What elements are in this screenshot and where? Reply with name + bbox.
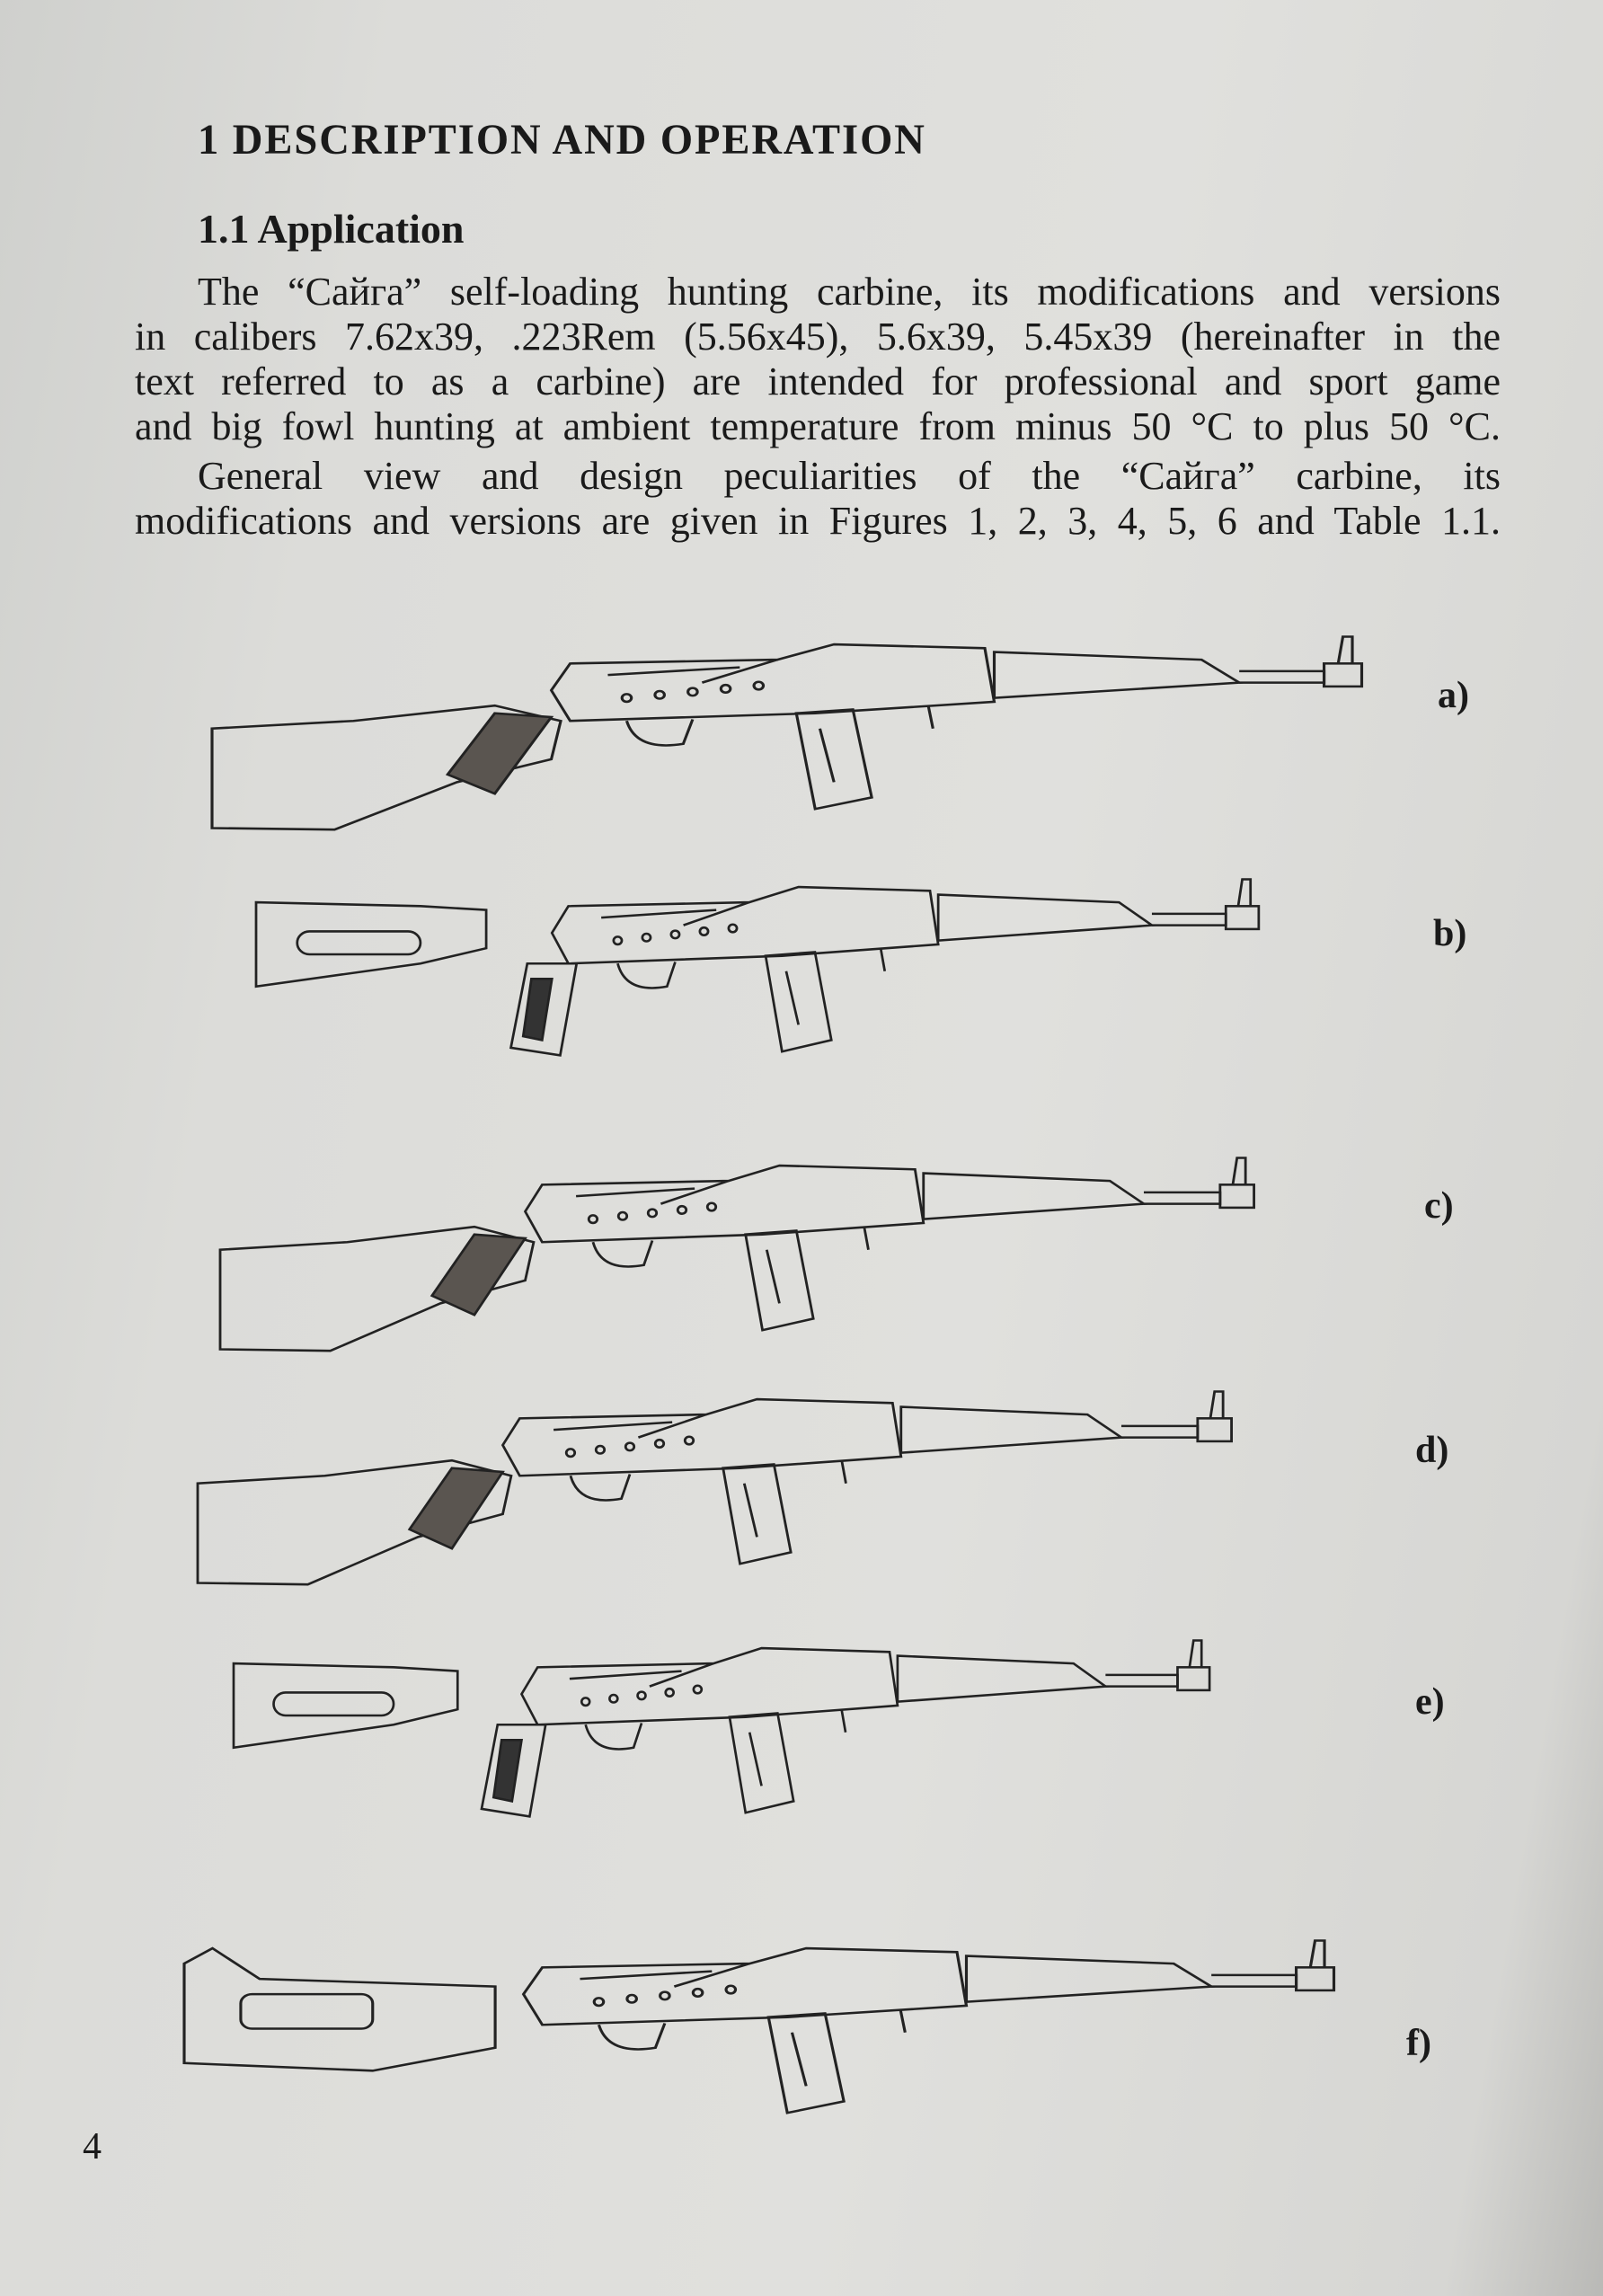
figure-label: d)	[1415, 1430, 1449, 1471]
page-number: 4	[83, 2126, 102, 2167]
figure-label: e)	[1415, 1681, 1445, 1723]
section-heading: 1 DESCRIPTION AND OPERATION	[198, 116, 926, 164]
text-line: The “Сайга” self-loading hunting carbine…	[198, 270, 1501, 314]
text-line: and big fowl hunting at ambient temperat…	[135, 404, 1501, 448]
subsection-heading: 1.1 Application	[198, 206, 465, 252]
carbine-illustration	[254, 878, 1261, 1057]
figure-label: f)	[1406, 2023, 1431, 2064]
carbine-illustration	[232, 1639, 1211, 1818]
paragraph-figures: General view and design peculiarities of…	[135, 454, 1501, 544]
text-line: modifications and versions are given in …	[135, 499, 1501, 543]
carbine-illustration	[210, 635, 1364, 831]
carbine-illustration	[218, 1157, 1255, 1352]
figure-label: c)	[1424, 1185, 1454, 1227]
figure-label: b)	[1433, 913, 1467, 954]
text-line: text referred to as a carbine) are inten…	[135, 359, 1501, 403]
paragraph-application: The “Сайга” self-loading hunting carbine…	[135, 270, 1501, 449]
carbine-illustration	[196, 1390, 1233, 1586]
figure-label: a)	[1438, 675, 1469, 716]
carbine-illustration	[182, 1939, 1336, 2114]
text-line: in calibers 7.62x39, .223Rem (5.56x45), …	[135, 315, 1501, 359]
text-line: General view and design peculiarities of…	[198, 454, 1501, 498]
